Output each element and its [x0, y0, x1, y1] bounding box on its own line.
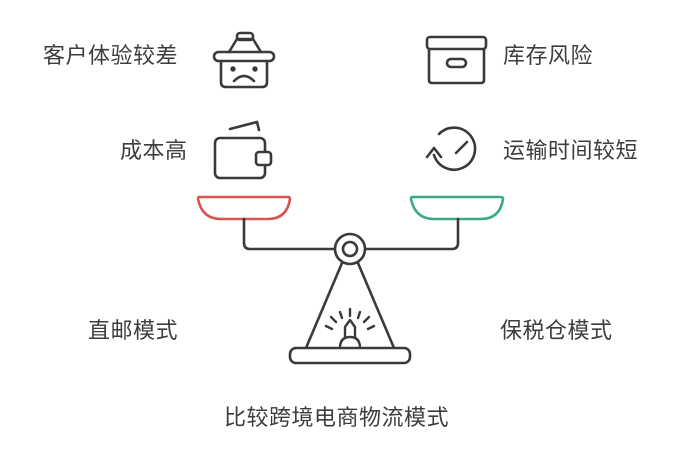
diagram-title: 比较跨境电商物流模式: [224, 406, 450, 431]
left-pan: [196, 195, 292, 221]
scale-beam: [242, 217, 460, 251]
beacon-light-icon: [324, 307, 376, 350]
factor-label-inventory-risk: 库存风险: [503, 44, 594, 69]
scale-base: [288, 346, 412, 365]
clock-refresh-icon: [425, 126, 477, 171]
wallet-icon: [213, 120, 273, 180]
right-pan: [409, 195, 505, 221]
scale-stand: [304, 261, 396, 350]
factor-label-high-cost: 成本高: [120, 139, 188, 164]
mode-label-bonded-warehouse: 保税仓模式: [500, 319, 613, 344]
factor-label-customer-experience: 客户体验较差: [43, 44, 179, 69]
scale-pivot: [333, 232, 367, 266]
mode-label-direct-mail: 直邮模式: [88, 319, 179, 344]
sad-basket-icon: [212, 31, 276, 89]
storage-box-icon: [425, 35, 488, 85]
factor-label-short-transit: 运输时间较短: [503, 139, 639, 164]
